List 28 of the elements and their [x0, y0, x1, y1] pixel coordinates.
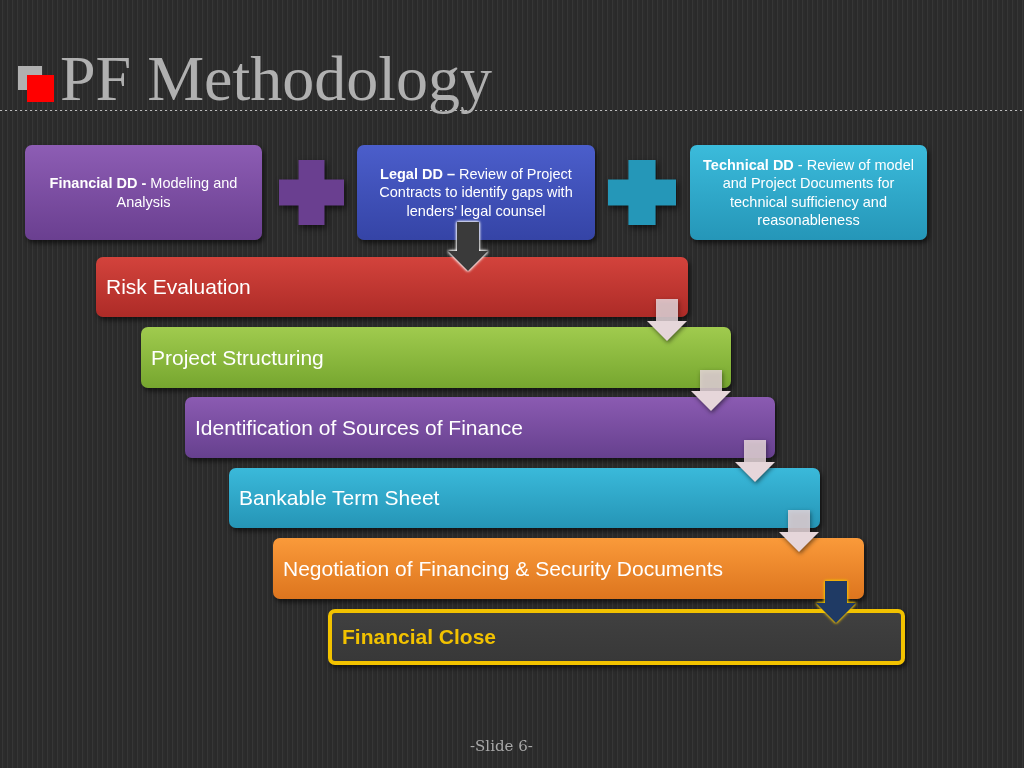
step-label: Financial Close — [342, 625, 497, 649]
process-step-bar — [96, 257, 688, 317]
step-label: Bankable Term Sheet — [239, 486, 440, 510]
block-arrow — [735, 440, 775, 482]
block-arrow — [448, 222, 488, 271]
due-diligence-box — [25, 145, 262, 240]
due-diligence-box — [357, 145, 595, 240]
block-arrow — [691, 370, 731, 411]
box-text: Financial DD - Modeling and Analysis — [48, 174, 239, 211]
plus-sign — [608, 160, 676, 225]
process-step-bar — [273, 538, 864, 599]
step-label: Identification of Sources of Finance — [195, 415, 524, 440]
slide-number: -Slide 6- — [470, 737, 533, 755]
process-step-bar — [328, 609, 905, 665]
box-text: Technical DD - Review of model and Project Documents for technical sufficiency and reasonableness — [702, 156, 915, 229]
plus-sign — [279, 160, 344, 225]
box-text: Legal DD – Review of Project Contracts to identify gaps with lenders’ legal counsel — [378, 165, 574, 220]
due-diligence-box — [690, 145, 927, 240]
process-step-bar — [229, 468, 820, 528]
block-arrow — [779, 510, 819, 552]
process-step-bar — [141, 327, 731, 388]
step-label: Project Structuring — [151, 345, 324, 370]
slide-title: PF Methodology — [60, 42, 493, 116]
process-step-bar — [185, 397, 775, 458]
block-arrow — [816, 581, 856, 623]
step-label: Negotiation of Financing & Security Documents — [283, 556, 724, 581]
block-arrow — [647, 299, 687, 341]
step-label: Risk Evaluation — [106, 275, 251, 299]
